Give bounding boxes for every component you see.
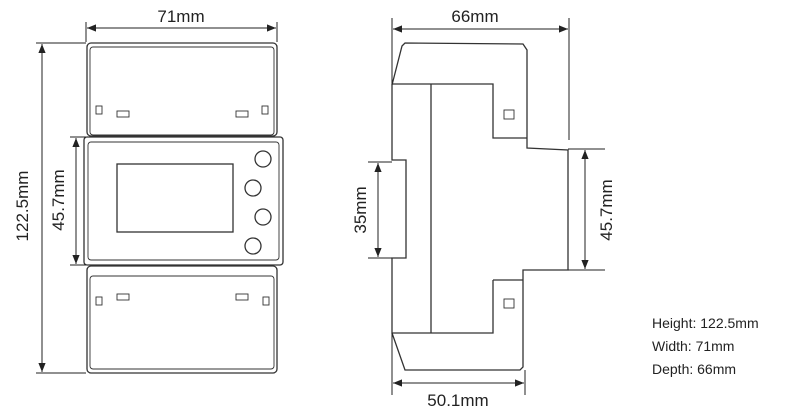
lcd-screen	[116, 163, 234, 233]
side-body	[391, 83, 527, 334]
din-rail-dimension-label: 35mm	[351, 186, 370, 233]
top-terminal-cover	[86, 42, 278, 137]
width-dimension-label: 71mm	[157, 7, 204, 26]
spec-height: Height: 122.5mm	[652, 315, 759, 331]
clip-marks	[95, 105, 270, 306]
specs-summary: Height: 122.5mm Width: 71mm Depth: 66mm	[652, 312, 759, 381]
spec-depth: Depth: 66mm	[652, 361, 737, 377]
side-clip-top	[503, 109, 515, 120]
front-panel	[83, 136, 284, 266]
button-4	[244, 237, 262, 255]
button-2	[244, 179, 262, 197]
side-middle-height-dimension-label: 45.7mm	[597, 179, 616, 240]
button-3	[254, 208, 272, 226]
bottom-terminal-cover	[86, 265, 278, 374]
button-1	[254, 150, 272, 168]
middle-height-dimension-label: 45.7mm	[49, 169, 68, 230]
height-dimension-label: 122.5mm	[13, 171, 32, 242]
base-depth-dimension-label: 50.1mm	[427, 391, 488, 410]
depth-dimension-label: 66mm	[451, 7, 498, 26]
side-clip-bottom	[503, 298, 515, 309]
spec-width: Width: 71mm	[652, 338, 735, 354]
side-view: 66mm 35mm 45.7mm 50.1mm	[351, 7, 616, 410]
side-outline	[391, 42, 569, 371]
front-view: 71mm 122.5mm 45.7mm	[13, 7, 284, 374]
